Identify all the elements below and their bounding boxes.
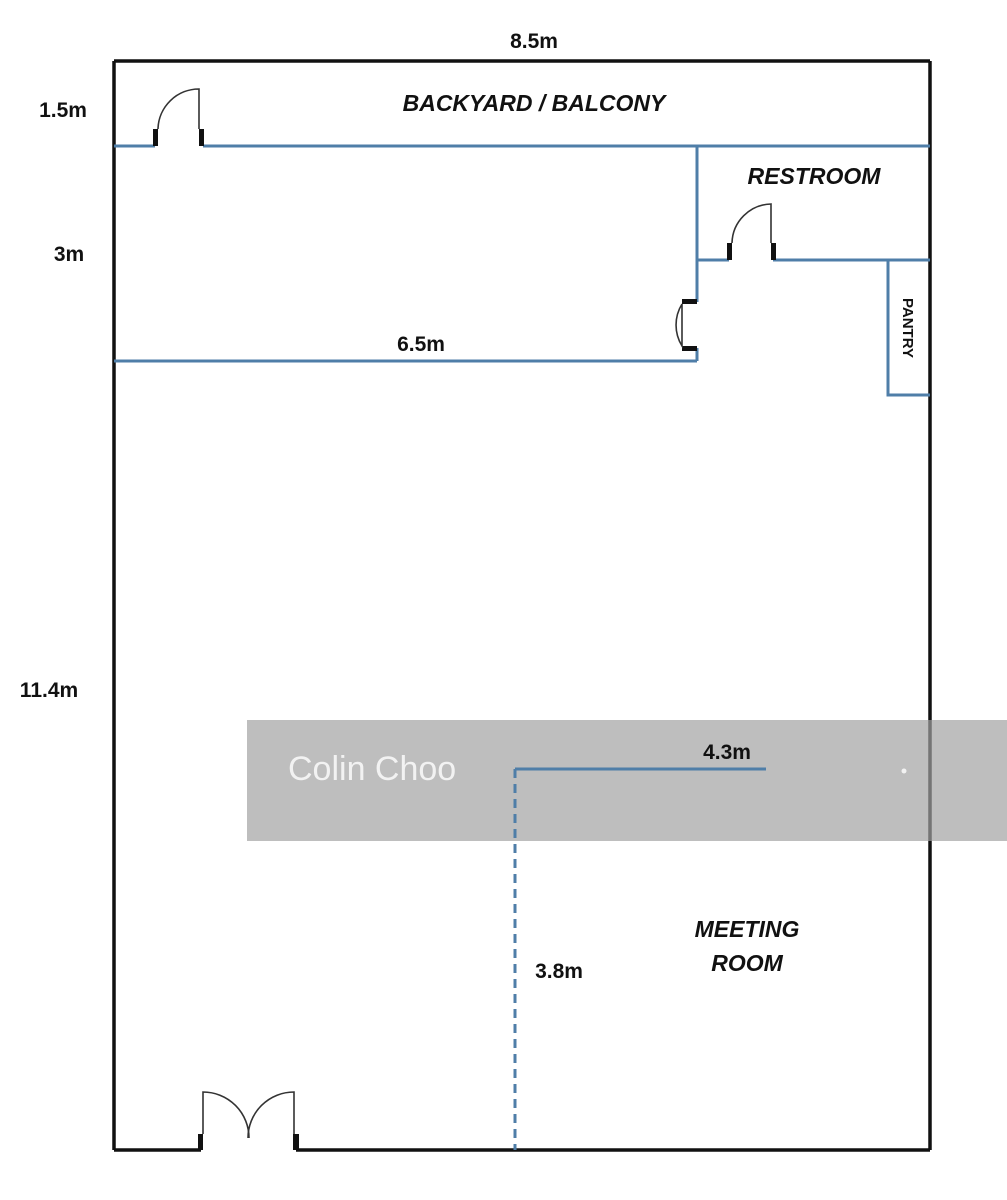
door-swing-icon bbox=[202, 1091, 250, 1139]
door-jamb bbox=[153, 129, 158, 146]
room-label-balcony: BACKYARD / BALCONY bbox=[403, 90, 668, 116]
room-label-meeting-line2: ROOM bbox=[711, 950, 783, 976]
watermark-sparkle-icon bbox=[901, 768, 907, 774]
dimension-room-width: 6.5m bbox=[397, 333, 445, 356]
restroom-door bbox=[727, 203, 776, 260]
door-swing-icon bbox=[675, 303, 683, 349]
door-swing-icon bbox=[731, 203, 772, 244]
door-jamb bbox=[771, 243, 776, 260]
door-jamb bbox=[198, 1134, 203, 1150]
watermark-text: Colin Choo bbox=[288, 750, 456, 788]
door-swing-icon bbox=[247, 1091, 295, 1139]
dimension-balcony-depth: 1.5m bbox=[39, 99, 87, 122]
watermark: Colin Choo bbox=[247, 720, 1007, 841]
room-side-door bbox=[675, 299, 697, 351]
balcony-door bbox=[153, 88, 204, 146]
dimension-main-depth: 11.4m bbox=[20, 679, 78, 702]
door-jamb bbox=[293, 1134, 299, 1150]
door-jamb bbox=[727, 243, 732, 260]
room-label-pantry: PANTRY bbox=[899, 298, 916, 358]
room-label-meeting-line1: MEETING bbox=[695, 916, 800, 942]
outer-walls bbox=[112, 59, 932, 1152]
entrance-double-door bbox=[198, 1091, 299, 1150]
dimension-meeting-depth: 3.8m bbox=[535, 960, 583, 983]
inner-walls bbox=[114, 144, 930, 1150]
door-jamb bbox=[682, 346, 697, 351]
dimension-total-width: 8.5m bbox=[510, 30, 558, 53]
room-label-restroom: RESTROOM bbox=[748, 163, 882, 189]
watermark-band bbox=[247, 720, 1007, 841]
dimension-meeting-width: 4.3m bbox=[703, 741, 751, 764]
pantry-wall bbox=[886, 258, 930, 397]
door-jamb bbox=[682, 299, 697, 304]
door-jamb bbox=[199, 129, 204, 146]
door-swing-icon bbox=[157, 88, 200, 130]
dimension-room-depth: 3m bbox=[54, 243, 84, 266]
